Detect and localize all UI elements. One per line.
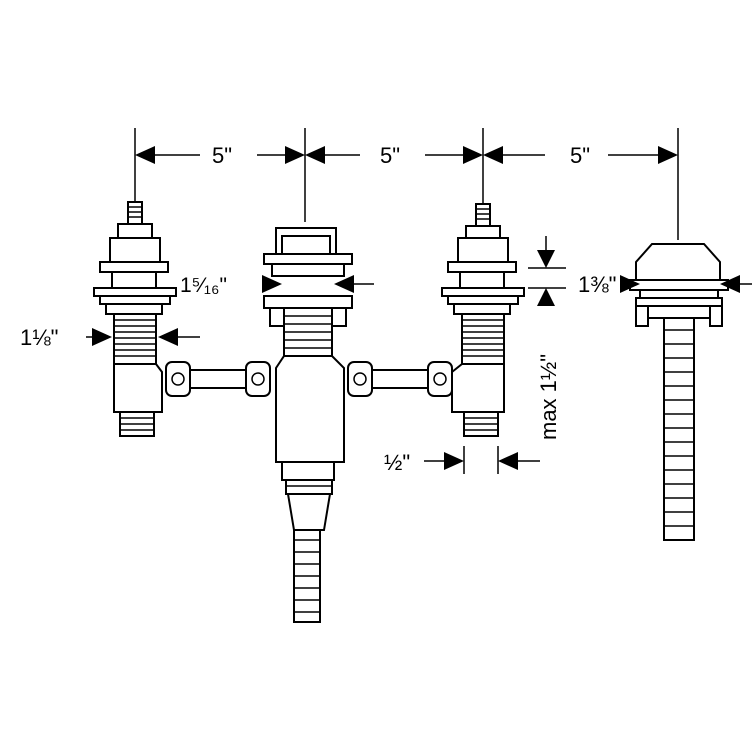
right-handle-valve [441,203,525,437]
deck-thickness-dimension: max 1½" [528,236,566,440]
top-dimension-line: 5" 5" 5" [134,128,679,240]
spout-width-dimension: 1⁵⁄₁₆" [180,274,374,297]
diverter-width-dimension: 1⅜" [578,272,752,297]
dimension-label-spacing-3: 5" [570,143,590,168]
dimension-label-diverter-width: 1⅜" [578,272,616,297]
dimension-label-deck-thickness: max 1½" [536,354,561,440]
dimension-label-outlet-width: ½" [384,450,410,475]
dimension-label-spacing-2: 5" [380,143,400,168]
dimension-label-spacing-1: 5" [212,143,232,168]
cross-pipes [165,361,453,397]
dimension-label-spout-width: 1⁵⁄₁₆" [180,274,227,297]
center-spout-valve [263,227,353,623]
diverter-assembly [629,243,729,541]
outlet-width-dimension: ½" [384,446,540,475]
handle-width-dimension: 1⅛" [20,325,200,350]
dimension-label-handle-width: 1⅛" [20,325,58,350]
left-handle-valve [93,201,177,437]
